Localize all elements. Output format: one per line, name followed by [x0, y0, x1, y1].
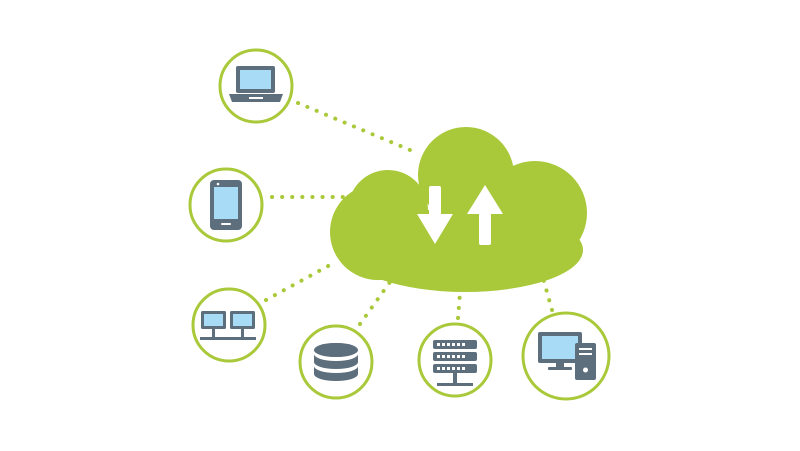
desktop-node — [521, 311, 611, 401]
upload-arrow-icon — [467, 185, 503, 245]
database-node — [298, 324, 374, 400]
connector-laptop — [296, 101, 412, 152]
connector-desktop — [541, 276, 554, 312]
connector-database — [358, 280, 392, 326]
connectors — [264, 101, 554, 326]
desktop-computer-icon — [538, 332, 596, 380]
connector-server-rack — [456, 291, 462, 320]
server-rack-icon — [433, 340, 477, 386]
database-icon — [314, 343, 358, 381]
network-node — [191, 287, 267, 363]
smartphone-icon — [210, 180, 242, 230]
connector-network — [264, 263, 332, 302]
server-rack-node — [417, 322, 493, 398]
network-icon — [200, 311, 256, 340]
smartphone-node — [188, 167, 264, 243]
download-arrow-icon — [417, 186, 453, 244]
laptop-icon — [229, 66, 283, 102]
cloud-icon — [330, 127, 587, 292]
laptop-node — [218, 48, 294, 124]
